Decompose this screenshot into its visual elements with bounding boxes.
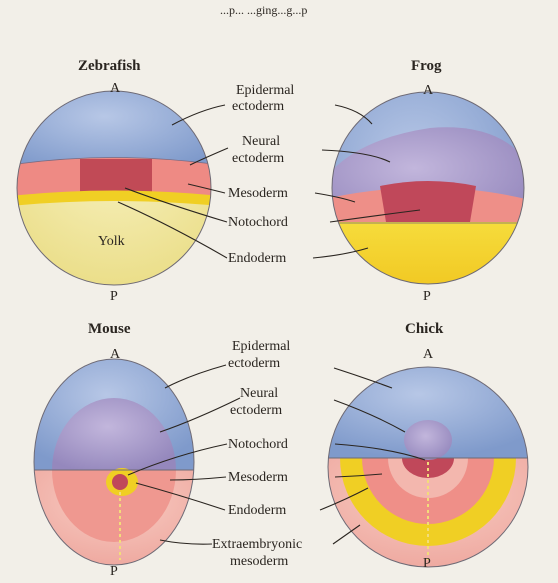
mouse-embryo	[30, 355, 200, 570]
mouse-title: Mouse	[88, 321, 131, 337]
zebrafish-notochord	[80, 159, 152, 192]
top-epidermal-label-line1: Epidermal	[236, 83, 294, 98]
zebrafish-yolk-label: Yolk	[98, 234, 125, 249]
frog-anterior: A	[423, 83, 434, 98]
bottom-epidermal-label-line2: ectoderm	[228, 356, 280, 371]
mouse-anterior: A	[110, 347, 121, 362]
chick-embryo	[320, 360, 540, 573]
frog-notochord	[380, 181, 476, 222]
mouse-posterior: P	[110, 564, 118, 579]
chick-posterior: P	[423, 556, 431, 571]
chick-title: Chick	[405, 321, 444, 337]
bottom-notochord-label: Notochord	[228, 437, 288, 452]
top-mesoderm-label: Mesoderm	[228, 186, 288, 201]
mouse-notochord	[112, 474, 128, 490]
top-endoderm-label: Endoderm	[228, 251, 286, 266]
top-notochord-label: Notochord	[228, 215, 288, 230]
frog-posterior: P	[423, 289, 431, 304]
bottom-neural-label-line2: ectoderm	[230, 403, 282, 418]
zebrafish-title: Zebrafish	[78, 58, 141, 74]
chick-anterior: A	[423, 347, 434, 362]
frog-title: Frog	[411, 58, 442, 74]
top-neural-label-line2: ectoderm	[232, 151, 284, 166]
frog-embryo	[320, 85, 530, 302]
top-epidermal-label-line2: ectoderm	[232, 99, 284, 114]
bottom-extraembryonic-label-line2: mesoderm	[230, 554, 288, 569]
bottom-mesoderm-label: Mesoderm	[228, 470, 288, 485]
bottom-neural-label-line1: Neural	[240, 386, 278, 401]
top-neural-label-line1: Neural	[242, 134, 280, 149]
bottom-endoderm-label: Endoderm	[228, 503, 286, 518]
bottom-extraembryonic-label-line1: Extraembryonic	[212, 537, 302, 552]
bottom-epidermal-label-line1: Epidermal	[232, 339, 290, 354]
header-fragment: ...p... ...ging...g...p	[220, 3, 307, 17]
zebrafish-anterior: A	[110, 81, 121, 96]
zebrafish-posterior: P	[110, 289, 118, 304]
chick-neural-ectoderm	[404, 420, 452, 460]
